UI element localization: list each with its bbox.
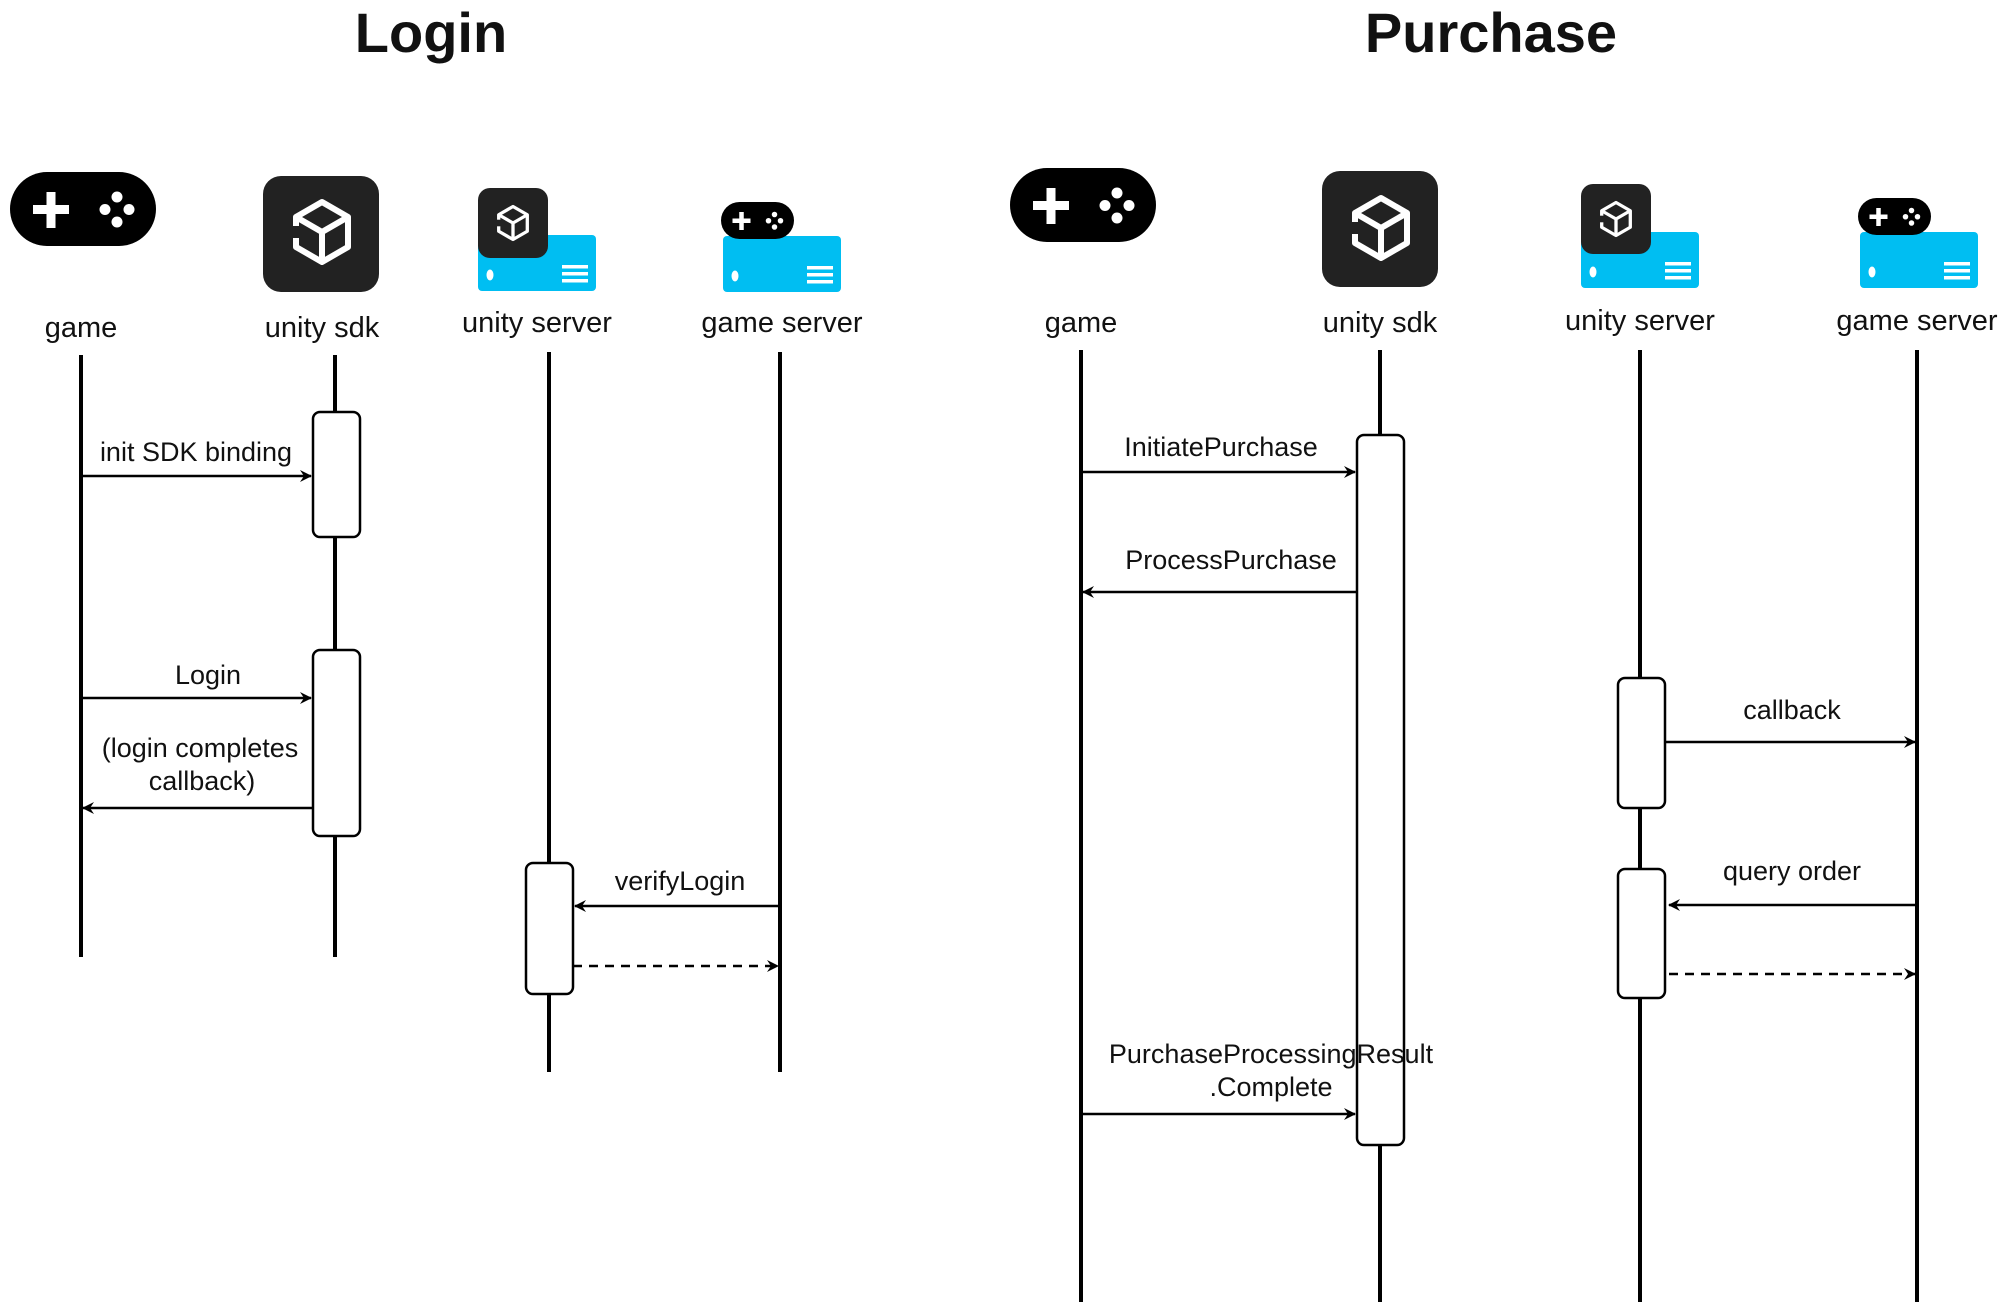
login-title: Login xyxy=(355,1,507,64)
purchase-title: Purchase xyxy=(1365,1,1617,64)
game-server-icon xyxy=(721,202,841,292)
activation-box xyxy=(524,861,575,996)
actor-label-game: game xyxy=(1045,307,1118,339)
activation-box xyxy=(311,648,362,838)
actor-label-unity-server: unity server xyxy=(1565,305,1715,337)
activation-box xyxy=(1355,433,1406,1147)
message-label: ProcessPurchase xyxy=(1125,545,1337,575)
activation-box xyxy=(1616,676,1667,810)
activation-box xyxy=(311,410,362,539)
message-label: query order xyxy=(1723,856,1861,886)
message-label: (login completes xyxy=(102,733,299,763)
unity-server-icon xyxy=(478,188,596,291)
message-label: init SDK binding xyxy=(100,437,292,467)
message-label: callback) xyxy=(149,766,256,796)
unity-logo-icon xyxy=(1322,171,1438,287)
activation-box xyxy=(1616,867,1667,1000)
gamepad-icon xyxy=(10,172,156,246)
unity-logo-icon xyxy=(263,176,379,292)
actor-label-unity-sdk: unity sdk xyxy=(265,312,380,344)
actor-label-unity-sdk: unity sdk xyxy=(1323,307,1438,339)
message-label: verifyLogin xyxy=(615,866,746,896)
actor-label-game-server: game server xyxy=(701,307,863,339)
message-label: InitiatePurchase xyxy=(1124,432,1318,462)
game-server-icon xyxy=(1858,198,1978,288)
message-label: .Complete xyxy=(1209,1072,1332,1102)
message-label: callback xyxy=(1743,695,1841,725)
unity-server-icon xyxy=(1581,184,1699,288)
actor-label-unity-server: unity server xyxy=(462,307,612,339)
message-label: PurchaseProcessingResult xyxy=(1109,1039,1434,1069)
actor-label-game: game xyxy=(45,312,118,344)
message-label: Login xyxy=(175,660,241,690)
actor-label-game-server: game server xyxy=(1836,305,1998,337)
gamepad-icon xyxy=(1010,168,1156,242)
